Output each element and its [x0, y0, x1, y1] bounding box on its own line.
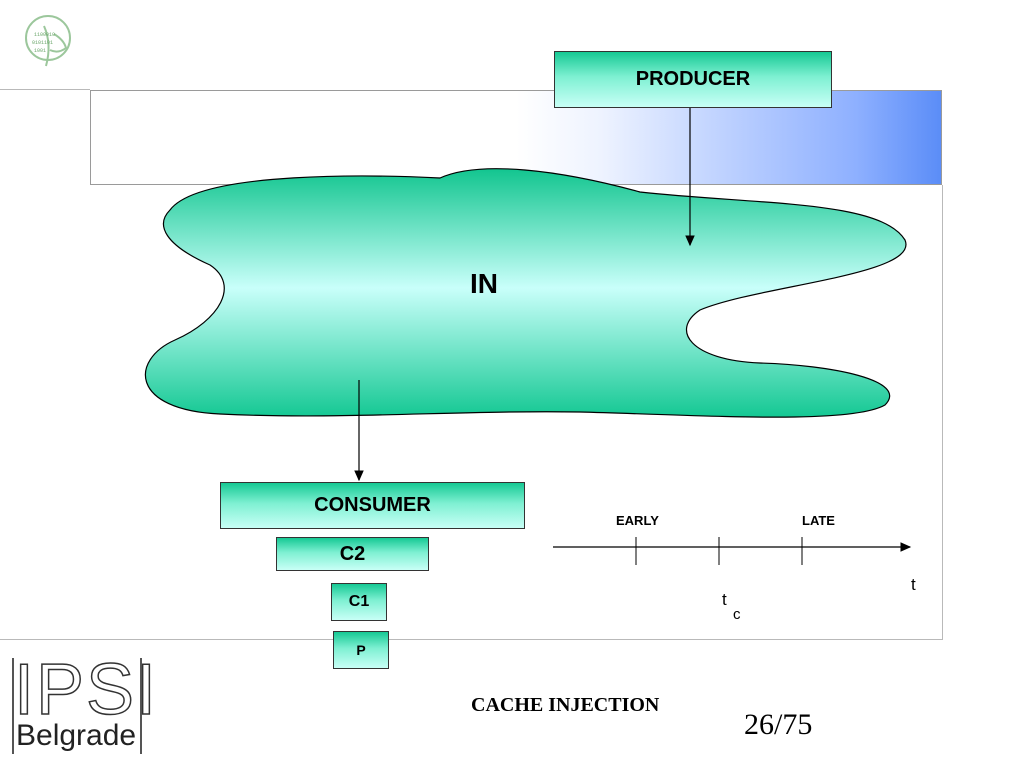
- svg-text:1001: 1001: [34, 48, 46, 54]
- c2-box: C2: [276, 537, 429, 571]
- c2-label: C2: [339, 542, 366, 565]
- ipsi-logo: IPSI Belgrade: [12, 649, 157, 754]
- ipsi-logo-top: IPSI: [13, 649, 159, 731]
- frame-right-line: [942, 185, 943, 640]
- timeline-late-label: LATE: [802, 513, 835, 528]
- frame-bottom-line: [0, 639, 943, 640]
- timeline-t-axis-label: t: [911, 575, 916, 594]
- timeline-tc-base: t: [722, 590, 727, 609]
- timeline-tc-sub: c: [733, 606, 741, 623]
- p-box: P: [333, 631, 389, 669]
- timeline-early-label: EARLY: [616, 513, 659, 528]
- frame-top-line: [0, 89, 90, 90]
- p-label: P: [356, 642, 366, 658]
- page-number: 26/75: [744, 708, 813, 741]
- c1-box: C1: [331, 583, 387, 621]
- ipsi-logo-bottom: Belgrade: [16, 719, 137, 752]
- producer-label: PRODUCER: [635, 68, 751, 90]
- cloud-label: IN: [470, 268, 498, 299]
- footer-title: CACHE INJECTION: [471, 694, 660, 716]
- svg-text:1100010: 1100010: [34, 32, 55, 38]
- producer-box: PRODUCER: [554, 51, 832, 108]
- svg-text:0101101: 0101101: [32, 40, 53, 46]
- consumer-label: CONSUMER: [314, 494, 431, 516]
- consumer-box: CONSUMER: [220, 482, 525, 529]
- c1-label: C1: [348, 593, 370, 610]
- corner-logo-icon: 1100010 0101101 1001: [25, 15, 71, 67]
